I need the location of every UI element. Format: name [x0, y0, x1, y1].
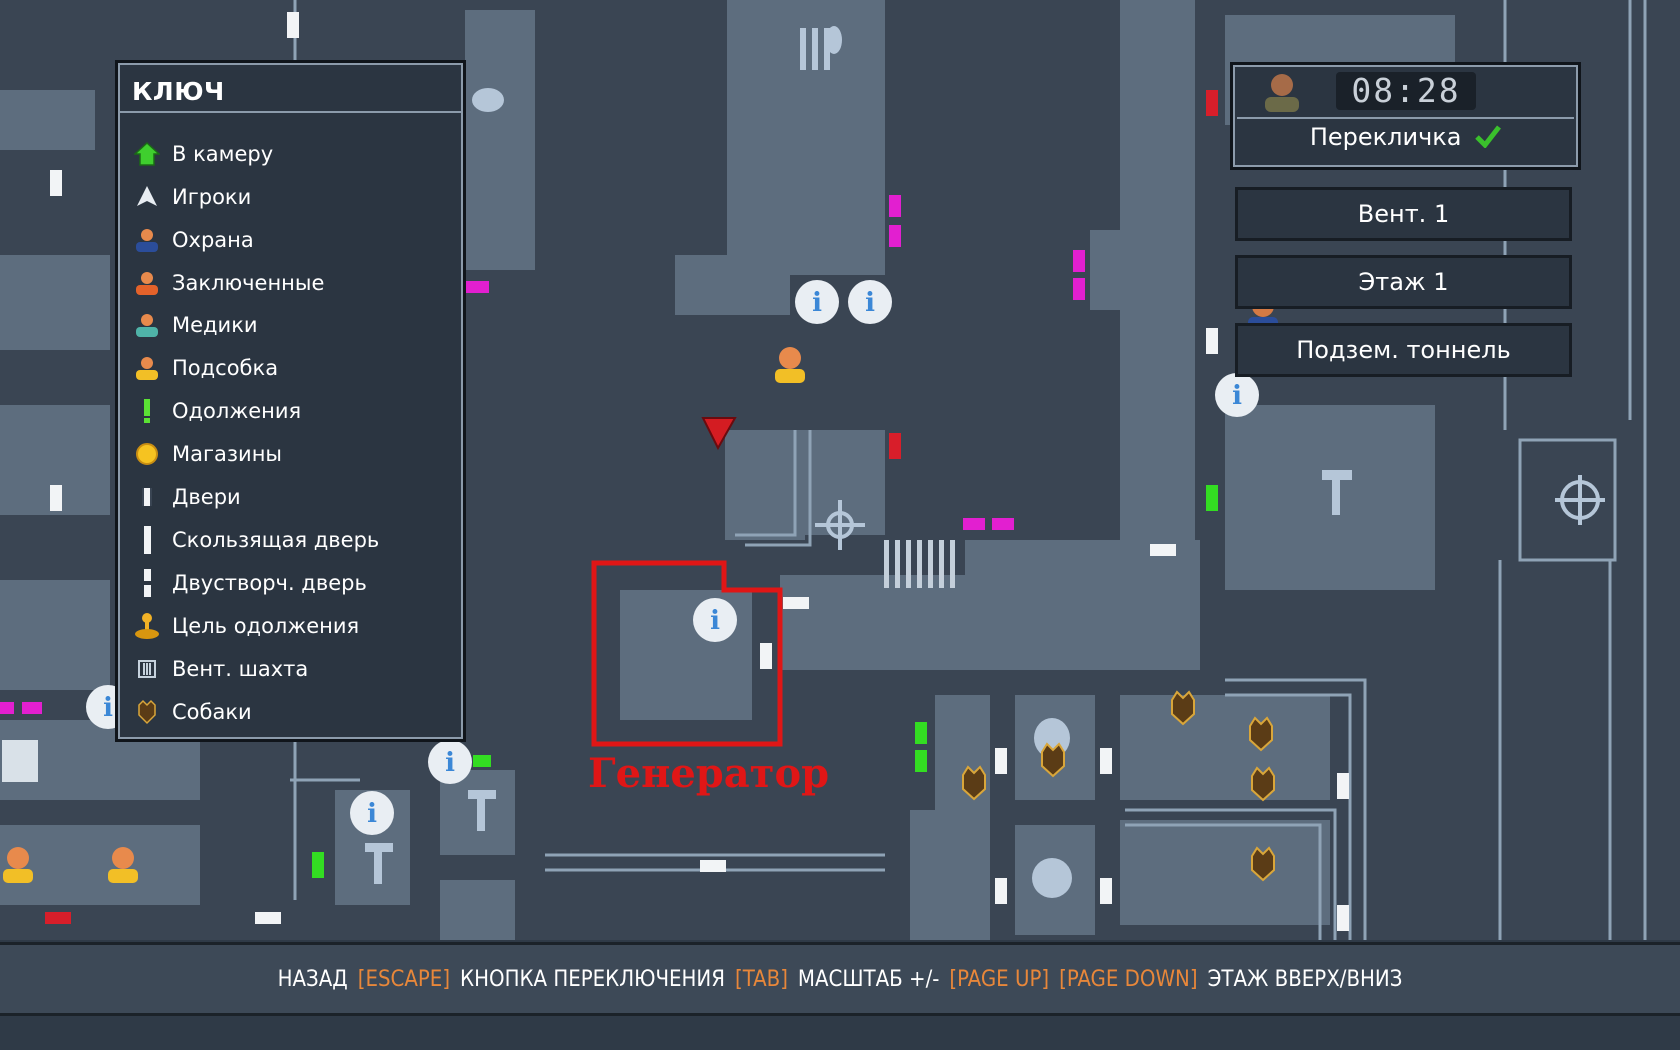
status-panel: 08:28 Перекличка	[1230, 62, 1581, 170]
sliding-door-icon	[132, 525, 162, 555]
control-floor-label: ЭТАЖ ВВЕРХ/ВНИЗ	[1207, 966, 1403, 992]
svg-text:i: i	[865, 288, 875, 318]
control-pageup-key[interactable]: [PAGE UP]	[949, 966, 1050, 992]
svg-text:i: i	[367, 799, 377, 829]
medic-icon	[132, 310, 162, 340]
favour-icon	[132, 396, 162, 426]
layer-button-tunnel[interactable]: Подзем. тоннель	[1235, 323, 1572, 377]
layer-button-floor[interactable]: Этаж 1	[1235, 255, 1572, 309]
legend-label: Медики	[172, 313, 258, 337]
legend-label: Цель одолжения	[172, 614, 360, 638]
layer-button-vent[interactable]: Вент. 1	[1235, 187, 1572, 241]
legend-label: Подсобка	[172, 356, 279, 380]
dog-icon	[132, 697, 162, 727]
legend-label: Одолжения	[172, 399, 302, 423]
svg-text:i: i	[1232, 381, 1242, 411]
controls-bar: НАЗАД [ESCAPE] КНОПКА ПЕРЕКЛЮЧЕНИЯ [TAB]…	[0, 942, 1680, 1016]
vent-icon	[132, 654, 162, 684]
legend-item-workers: Подсобка	[132, 350, 278, 386]
control-back-label: НАЗАД	[277, 966, 348, 992]
control-tab-key[interactable]: [TAB]	[734, 966, 788, 992]
svg-text:i: i	[710, 606, 720, 636]
status-divider	[1237, 117, 1574, 119]
legend-item-favour-target: Цель одолжения	[132, 608, 359, 644]
game-clock: 08:28	[1336, 72, 1476, 110]
legend-item-vent: Вент. шахта	[132, 651, 308, 687]
worker-icon	[132, 353, 162, 383]
player-avatar	[1261, 71, 1303, 117]
checkmark-icon	[1475, 124, 1502, 154]
legend-label: В камеру	[172, 142, 274, 166]
legend-label: Двустворч. дверь	[172, 571, 367, 595]
double-door-icon	[132, 568, 162, 598]
legend-label: Охрана	[172, 228, 254, 252]
legend-label: Скользящая дверь	[172, 528, 380, 552]
legend-item-doors: Двери	[132, 479, 241, 515]
favour-target-icon	[132, 611, 162, 641]
legend-label: Двери	[172, 485, 241, 509]
control-toggle-label: КНОПКА ПЕРЕКЛЮЧЕНИЯ	[460, 966, 725, 992]
legend-label: Игроки	[172, 185, 252, 209]
legend-item-medics: Медики	[132, 307, 258, 343]
legend-item-shops: Магазины	[132, 436, 282, 472]
legend-item-inmates: Заключенные	[132, 265, 324, 301]
legend-item-double-door: Двустворч. дверь	[132, 565, 367, 601]
shop-icon	[132, 439, 162, 469]
legend-item-sliding-door: Скользящая дверь	[132, 522, 379, 558]
legend-label: Магазины	[172, 442, 283, 466]
svg-text:i: i	[812, 288, 822, 318]
legend-label: Собаки	[172, 700, 252, 724]
routine-status: Перекличка	[1233, 123, 1578, 154]
guard-icon	[132, 225, 162, 255]
door-icon	[132, 482, 162, 512]
legend-label: Заключенные	[172, 271, 325, 295]
legend-item-guards: Охрана	[132, 222, 254, 258]
inmate-icon	[132, 268, 162, 298]
control-zoom-label: МАСШТАБ +/-	[797, 966, 940, 992]
legend-panel: КЛЮЧ В камеру Игроки Охрана Заключенные …	[115, 60, 466, 742]
legend-title: КЛЮЧ	[118, 63, 463, 113]
svg-text:i: i	[445, 748, 455, 778]
routine-label: Перекличка	[1309, 123, 1462, 151]
legend-label: Вент. шахта	[172, 657, 309, 681]
legend-item-players: Игроки	[132, 179, 251, 215]
legend-item-dogs: Собаки	[132, 694, 252, 730]
home-icon	[132, 139, 162, 169]
legend-item-cell: В камеру	[132, 136, 273, 172]
player-arrow-icon	[132, 182, 162, 212]
control-pagedown-key[interactable]: [PAGE DOWN]	[1059, 966, 1198, 992]
generator-annotation: Генератор	[588, 750, 830, 797]
legend-item-favours: Одолжения	[132, 393, 301, 429]
svg-text:i: i	[103, 693, 113, 723]
control-escape-key[interactable]: [ESCAPE]	[357, 966, 451, 992]
